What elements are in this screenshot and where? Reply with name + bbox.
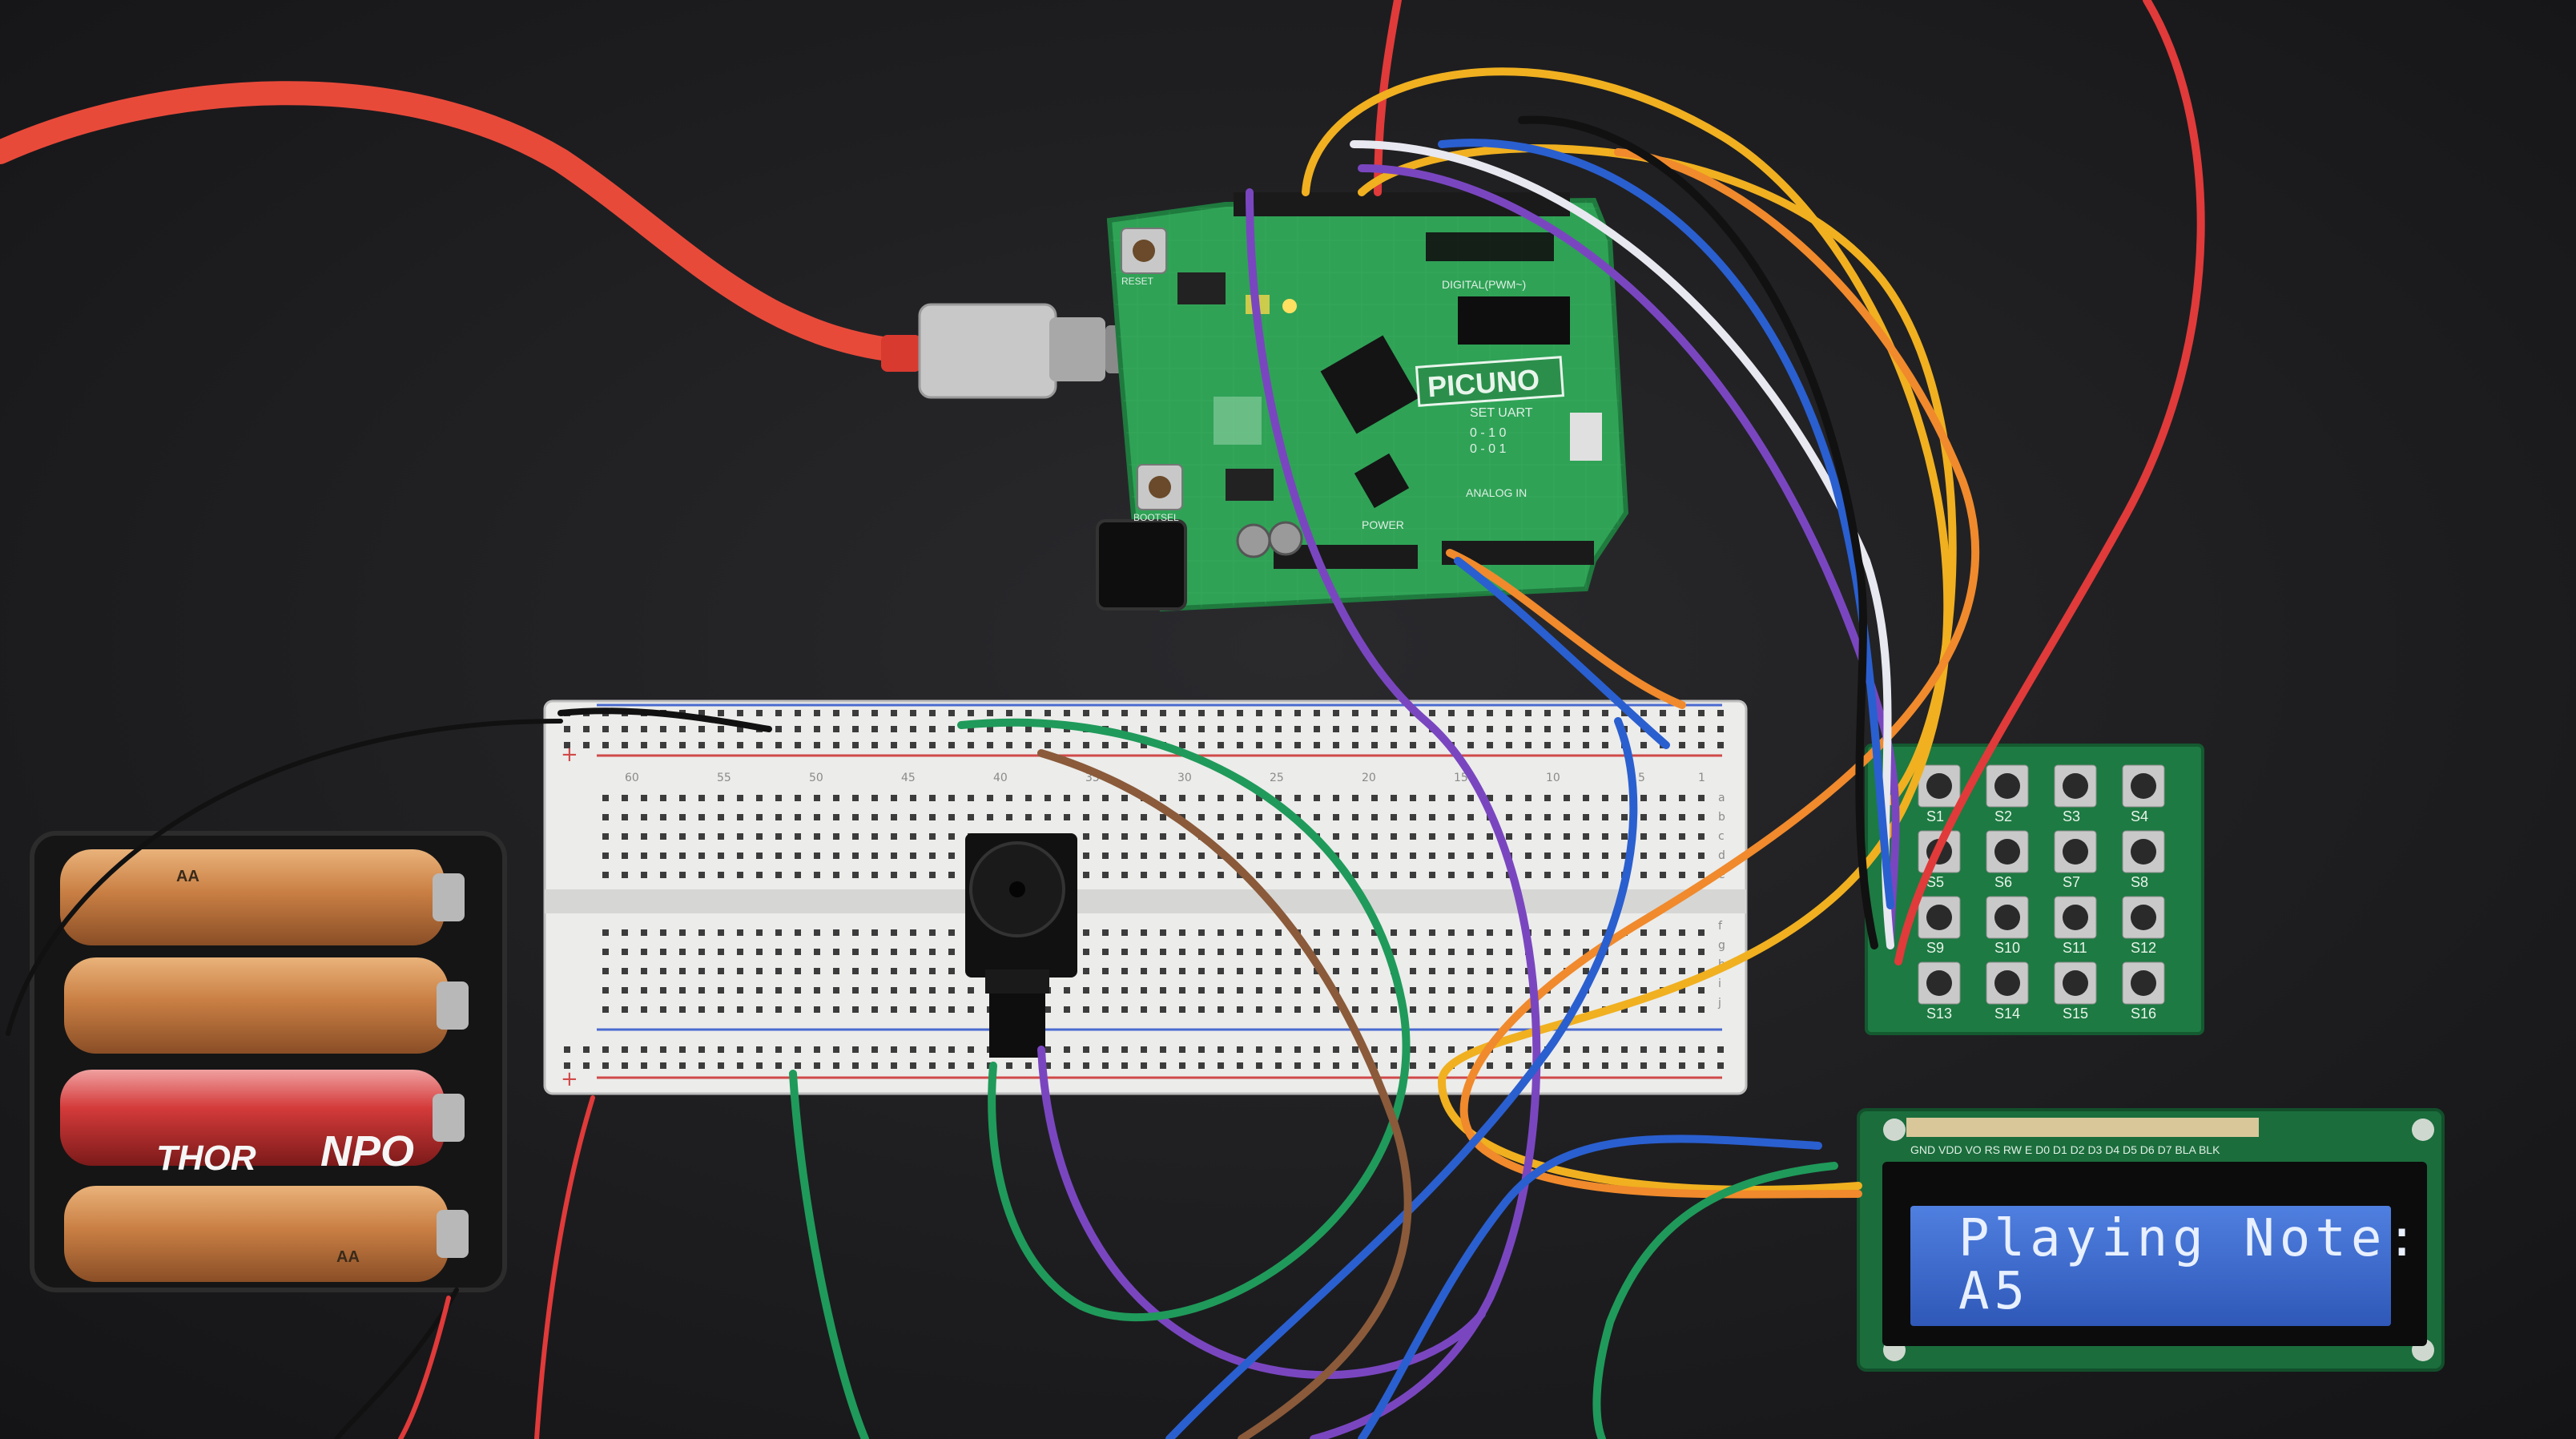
svg-text:+: + [561,1067,578,1091]
keypad-key-label: S2 [1994,808,2012,824]
keypad-key-s3[interactable]: S3 [2054,764,2097,824]
battery-cell-2 [64,957,469,1054]
bb-col-20: 20 [1362,772,1376,784]
bb-col-60: 60 [625,772,639,784]
label-analog: ANALOG IN [1466,486,1527,499]
thor-label: THOR [156,1139,256,1178]
keypad-key-s10[interactable]: S10 [1986,896,2029,956]
buzzer-module [965,833,1077,1058]
keypad-key-s1[interactable]: S1 [1918,764,1961,824]
keypad-key-s8[interactable]: S8 [2122,830,2165,890]
bb-col-30: 30 [1177,772,1192,784]
bb-row-c: c [1718,830,1725,843]
picuno-board: PICUNO RESET BOOTSEL SET UART 0 - 1 0 0 … [1096,192,1629,612]
svg-text:AA: AA [176,868,199,885]
label-uart-opt2: 0 - 0 1 [1470,442,1506,456]
label-power: POWER [1362,518,1404,531]
lcd-module: GND VDD VO RS RW E D0 D1 D2 D3 D4 D5 D6 … [1857,1108,2445,1372]
svg-text:+: + [561,743,578,767]
label-uart-opt1: 0 - 1 0 [1470,426,1506,440]
bb-col-10: 10 [1546,772,1560,784]
jumper-wires [6,0,2205,1439]
bb-row-d: d [1718,849,1725,862]
keypad-key-label: S15 [2063,1006,2088,1022]
bb-row-g: g [1718,939,1725,952]
bb-col-55: 55 [717,772,731,784]
bb-col-25: 25 [1270,772,1284,784]
lcd-line-2: A5 [1958,1262,2030,1321]
dc-jack [1096,519,1187,611]
mcu-chip [1320,335,1419,434]
keypad-key-label: S3 [2063,808,2080,824]
bb-col-50: 50 [809,772,823,784]
board-brand: PICUNO [1427,363,1541,404]
keypad-key-s16[interactable]: S16 [2122,961,2165,1022]
keypad-key-s9[interactable]: S9 [1918,896,1961,956]
bb-col-15: 15 [1454,772,1468,784]
keypad-key-s14[interactable]: S14 [1986,961,2029,1022]
keypad-key-s2[interactable]: S2 [1986,764,2029,824]
bb-row-f: f [1718,920,1723,933]
keypad-key-label: S13 [1926,1006,1952,1022]
keypad-key-s13[interactable]: S13 [1918,961,1961,1022]
bb-col-40: 40 [993,772,1008,784]
keypad-key-label: S5 [1926,874,1944,890]
label-reset: RESET [1121,276,1154,287]
keypad-key-s6[interactable]: S6 [1986,830,2029,890]
battery-cell-4: AA [64,1186,469,1282]
keypad-key-s4[interactable]: S4 [2122,764,2165,824]
label-digital: DIGITAL(PWM~) [1442,278,1526,291]
bb-col-45: 45 [901,772,916,784]
bb-row-j: j [1717,997,1721,1010]
keypad-key-s7[interactable]: S7 [2054,830,2097,890]
keypad-key-label: S1 [1926,808,1944,824]
lcd-screen [1910,1206,2391,1326]
keypad-key-label: S16 [2131,1006,2156,1022]
npo-label: NPO [320,1127,414,1175]
bb-row-b: b [1718,811,1725,824]
keypad-key-label: S11 [2063,940,2087,956]
breadboard: + + 60 55 50 45 40 35 30 25 20 15 10 5 1… [543,699,1748,1095]
lcd-pin-labels: GND VDD VO RS RW E D0 D1 D2 D3 D4 D5 D6 … [1910,1143,2220,1156]
label-set-uart: SET UART [1470,406,1533,420]
keypad-key-label: S6 [1994,874,2012,890]
battery-pack: AA THOR NPO AA [30,831,507,1292]
keypad-key-label: S8 [2131,874,2148,890]
battery-cell-1: AA [60,849,465,945]
keypad-key-label: S14 [1994,1006,2020,1022]
keypad-key-label: S10 [1994,940,2020,956]
bb-col-5: 5 [1638,772,1645,784]
keypad-key-label: S4 [2131,808,2148,824]
keypad-key-s15[interactable]: S15 [2054,961,2097,1022]
svg-text:AA: AA [336,1248,360,1266]
label-bootsel: BOOTSEL [1133,512,1179,523]
bb-row-i: i [1718,977,1721,990]
keypad-key-label: S7 [2063,874,2080,890]
keypad-key-label: S12 [2131,940,2156,956]
keypad-key-label: S9 [1926,940,1944,956]
bb-row-a: a [1718,792,1725,804]
usb-c-connector-icon [918,303,1057,399]
lcd-line-1: Playing Note: [1958,1209,2422,1268]
bb-col-1: 1 [1698,772,1705,784]
keypad-key-s11[interactable]: S11 [2054,896,2097,956]
battery-cell-3: THOR NPO [60,1070,465,1178]
keypad-key-s12[interactable]: S12 [2122,896,2165,956]
